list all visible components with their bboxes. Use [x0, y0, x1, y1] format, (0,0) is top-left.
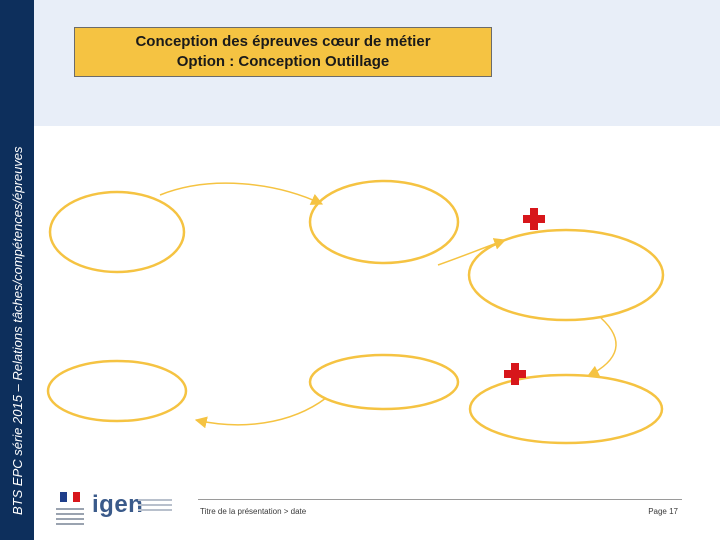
ellipse-bottom-middle	[308, 353, 460, 411]
plus-icon-lower	[504, 363, 526, 385]
igen-wordmark: igen	[92, 491, 144, 518]
footer-divider	[198, 499, 682, 500]
arrow-right-down	[586, 317, 617, 377]
ellipse-bottom-left	[46, 359, 188, 423]
ellipse-top-left	[48, 190, 186, 274]
arrow-top-left-to-middle	[159, 182, 324, 205]
footer-presentation-title: Titre de la présentation > date	[200, 507, 307, 516]
title-box: Conception des épreuves cœur de métier O…	[74, 27, 492, 77]
flag-icon	[60, 492, 81, 502]
arrow-bottom-middle-to-left	[194, 397, 327, 429]
title-line-1: Conception des épreuves cœur de métier	[135, 33, 431, 50]
page-number: Page 17	[648, 507, 678, 516]
ellipse-bottom-right	[468, 373, 664, 445]
title-line-2: Option : Conception Outillage	[176, 53, 390, 70]
ellipse-right-upper	[467, 228, 665, 322]
igen-logo: igen	[92, 491, 172, 518]
arrow-middle-to-right	[437, 238, 507, 266]
side-banner: BTS EPC série 2015 – Relations tâches/co…	[0, 0, 34, 540]
plus-icon-upper	[523, 208, 545, 230]
ellipse-top-middle	[308, 179, 460, 265]
republique-logo	[50, 488, 88, 532]
